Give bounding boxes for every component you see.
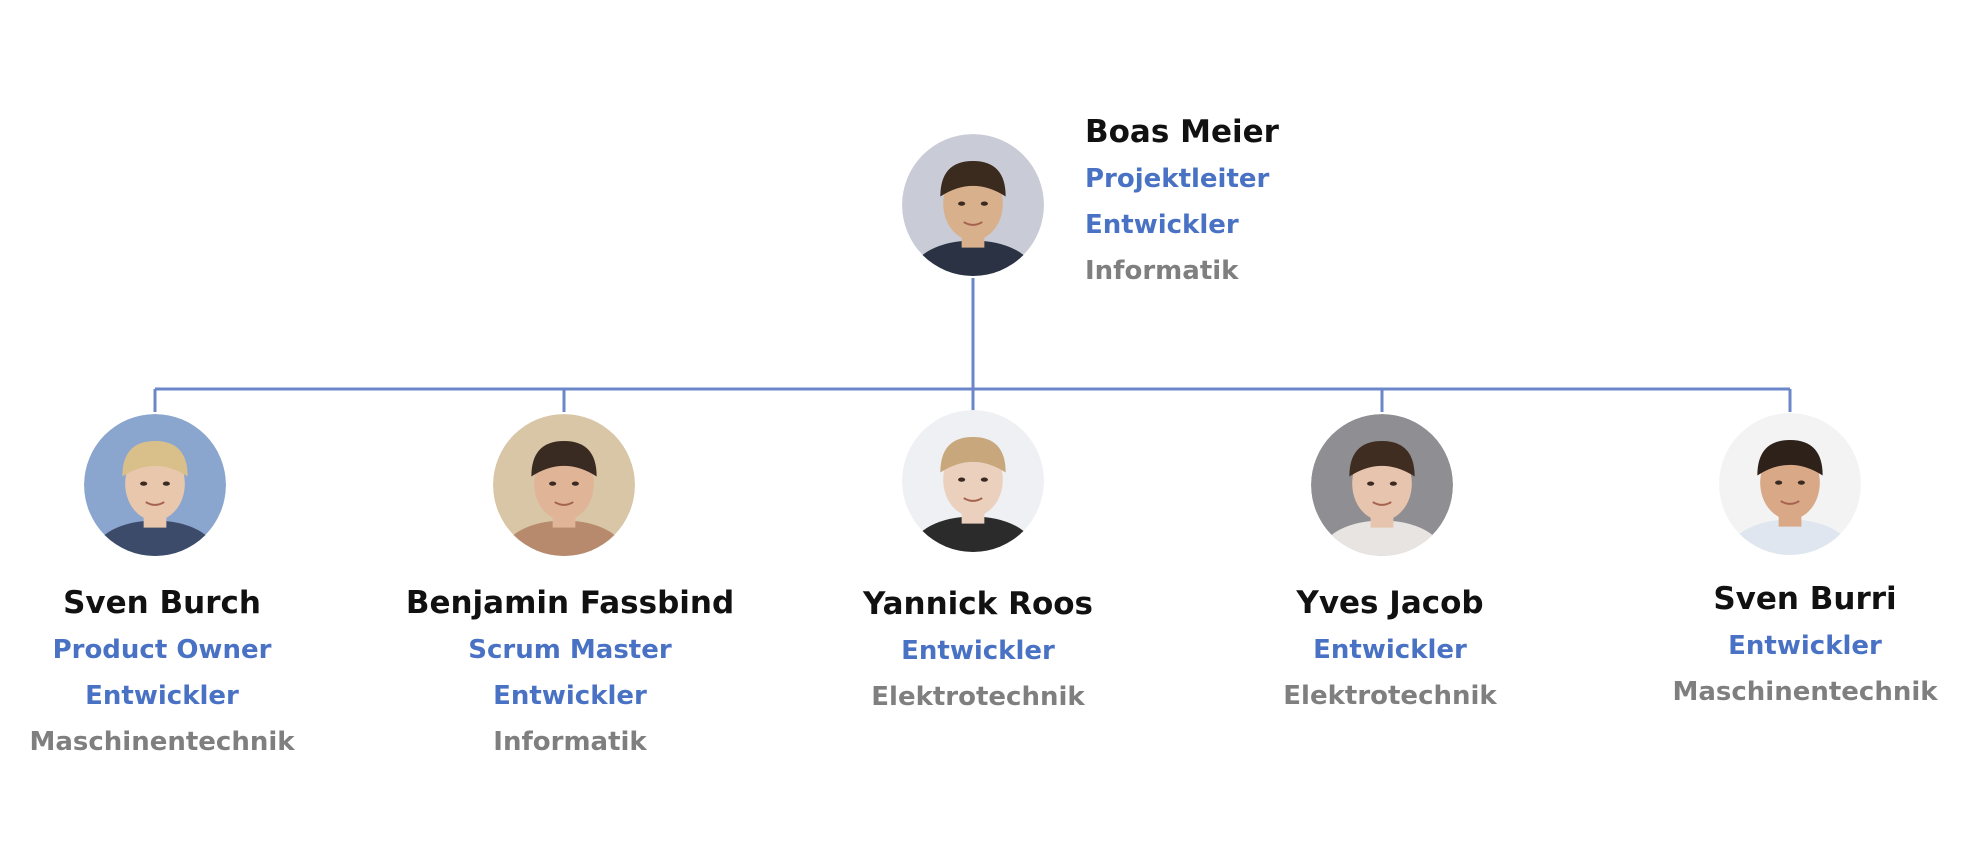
member-department: Maschinentechnik (1672, 677, 1938, 707)
person-photo-icon (902, 410, 1044, 552)
member-role: Entwickler (85, 681, 239, 711)
member-department: Elektrotechnik (871, 682, 1085, 712)
member-department: Elektrotechnik (1283, 681, 1497, 711)
avatars (84, 134, 1861, 556)
leader-role-2: Entwickler (1085, 210, 1239, 240)
member-name: Yves Jacob (1296, 585, 1484, 621)
leader-role-1: Projektleiter (1085, 164, 1270, 194)
person-photo-icon (84, 414, 226, 556)
member-role: Entwickler (901, 636, 1055, 666)
member-role: Entwickler (493, 681, 647, 711)
member-name: Sven Burch (63, 585, 261, 621)
person-photo-icon (1719, 413, 1861, 555)
member-department: Maschinentechnik (29, 727, 295, 757)
member-role: Scrum Master (468, 635, 672, 665)
member-role: Entwickler (1313, 635, 1467, 665)
member-role: Product Owner (52, 635, 272, 665)
person-photo-icon (902, 134, 1044, 276)
member-name: Benjamin Fassbind (405, 585, 735, 621)
person-photo-icon (1311, 414, 1453, 556)
leader-name: Boas Meier (1085, 114, 1279, 150)
member-name: Yannick Roos (863, 586, 1093, 622)
leader-card: Boas Meier Projektleiter Entwickler Info… (1085, 114, 1279, 286)
leader-department: Informatik (1085, 256, 1239, 286)
member-name: Sven Burri (1713, 581, 1897, 617)
member-role: Entwickler (1728, 631, 1882, 661)
member-department: Informatik (493, 727, 647, 757)
connector-lines (153, 278, 1792, 412)
person-photo-icon (493, 414, 635, 556)
